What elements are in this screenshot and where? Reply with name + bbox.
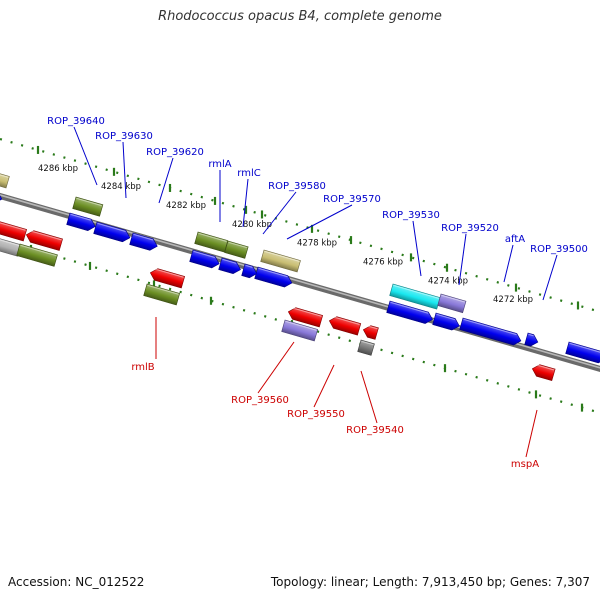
kbp-label: 4282 kbp (166, 201, 206, 211)
gene-feature[interactable] (565, 341, 600, 365)
map-title: Rhodococcus opacus B4, complete genome (158, 9, 442, 24)
kbp-label: 4278 kbp (297, 239, 337, 249)
gene-leader-line (158, 157, 174, 204)
gene-feature[interactable] (260, 249, 301, 273)
gene-leader-line (262, 191, 297, 235)
gene-feature[interactable] (357, 339, 375, 356)
gene-leader-line (242, 178, 249, 228)
gene-label[interactable]: ROP_39570 (323, 194, 381, 205)
gene-leader-line (286, 204, 353, 240)
gene-feature[interactable] (437, 293, 467, 314)
gene-feature[interactable] (389, 283, 441, 310)
gene-feature[interactable] (0, 171, 10, 189)
gene-leader-line (412, 220, 422, 277)
gene-feature[interactable] (531, 363, 556, 381)
gene-feature[interactable] (149, 267, 186, 289)
genome-summary-text: Topology: linear; Length: 7,913,450 bp; … (270, 575, 590, 589)
gene-label[interactable]: ROP_39540 (346, 425, 404, 436)
gene-feature[interactable] (72, 196, 104, 217)
gene-feature[interactable] (66, 212, 97, 232)
gene-feature[interactable] (432, 312, 461, 332)
gene-label[interactable]: ROP_39550 (287, 409, 345, 420)
kbp-label: 4272 kbp (493, 295, 533, 305)
gene-feature[interactable] (194, 231, 229, 253)
gene-feature[interactable] (189, 249, 221, 270)
gene-feature[interactable] (224, 240, 249, 259)
gene-label[interactable]: aftA (505, 234, 525, 245)
gene-label[interactable]: ROP_39520 (441, 223, 499, 234)
gene-feature[interactable] (25, 229, 63, 251)
gene-leader-line (503, 244, 514, 283)
gene-feature[interactable] (129, 232, 159, 252)
accession-text: Accession: NC_012522 (8, 575, 145, 589)
gene-label[interactable]: ROP_39620 (146, 147, 204, 158)
gene-feature[interactable] (328, 315, 362, 336)
gene-label[interactable]: rmlA (208, 159, 231, 170)
kbp-label: 4274 kbp (428, 276, 468, 286)
gene-label[interactable]: ROP_39560 (231, 395, 289, 406)
gene-leader-line (257, 341, 295, 394)
gene-label[interactable]: ROP_39580 (268, 181, 326, 192)
gene-feature[interactable] (287, 306, 324, 328)
gene-label[interactable]: rmlC (237, 168, 260, 179)
gene-feature[interactable] (459, 317, 523, 347)
gene-feature[interactable] (16, 243, 58, 267)
gene-leader-line (73, 126, 98, 186)
kbp-label: 4276 kbp (363, 258, 403, 268)
kbp-label: 4280 kbp (232, 220, 272, 230)
gene-leader-line (122, 141, 127, 199)
gene-feature[interactable] (0, 219, 28, 242)
gene-label[interactable]: ROP_39640 (47, 116, 105, 127)
gene-label[interactable]: ROP_39630 (95, 131, 153, 142)
gene-feature[interactable] (218, 257, 243, 275)
gene-leader-line (525, 409, 538, 458)
gene-feature[interactable] (254, 266, 294, 289)
gene-feature[interactable] (362, 324, 379, 340)
kbp-label: 4284 kbp (101, 182, 141, 192)
gene-feature[interactable] (281, 319, 319, 342)
gene-feature[interactable] (386, 300, 435, 325)
gene-leader-line (542, 254, 558, 301)
gene-feature[interactable] (143, 283, 181, 306)
gene-feature[interactable] (524, 332, 540, 348)
gene-label[interactable]: mspA (511, 459, 539, 470)
gene-label[interactable]: ROP_39530 (382, 210, 440, 221)
gene-label[interactable]: rmlB (131, 362, 154, 373)
kbp-label: 4286 kbp (38, 164, 78, 174)
gene-feature[interactable] (241, 263, 259, 279)
gene-label[interactable]: ROP_39500 (530, 244, 588, 255)
gene-leader-line (360, 370, 378, 424)
gene-leader-line (313, 364, 335, 408)
gene-feature[interactable] (0, 236, 22, 257)
gene-feature[interactable] (93, 221, 132, 243)
gene-leader-line (458, 233, 467, 286)
